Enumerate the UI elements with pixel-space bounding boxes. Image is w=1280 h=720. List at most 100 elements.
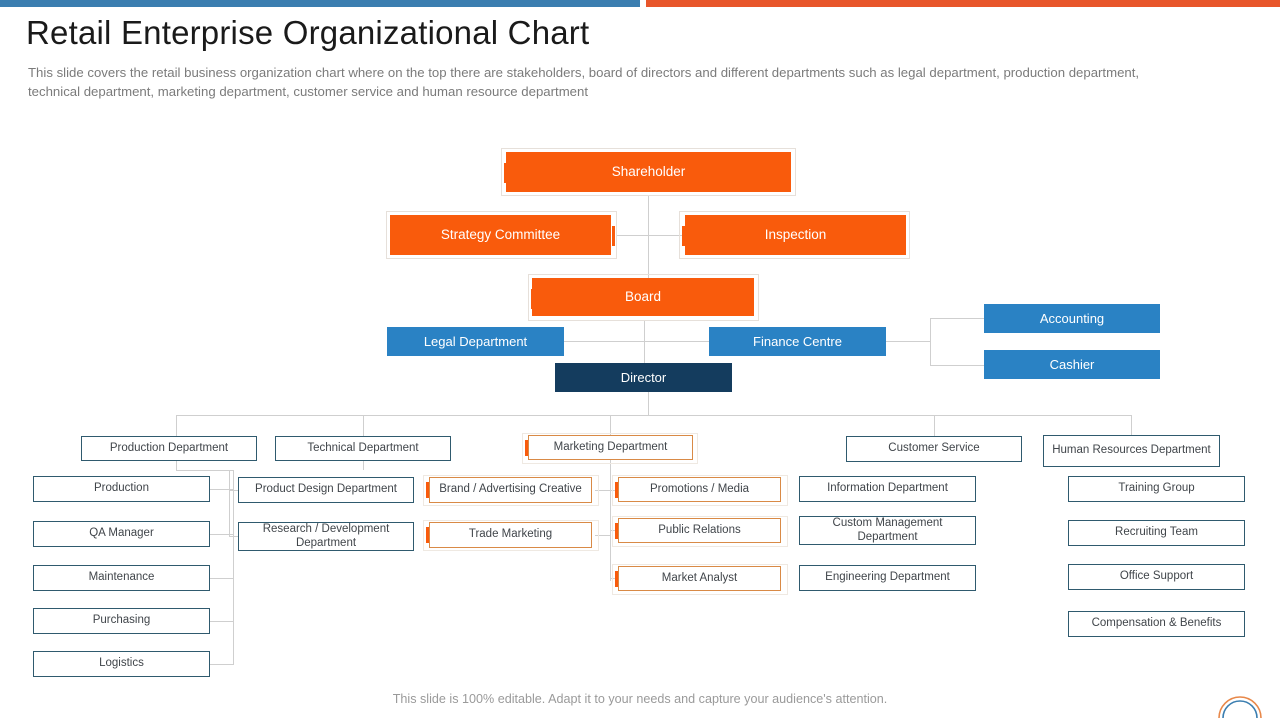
- connector-finance-bracket: [930, 318, 931, 365]
- node-board-label: Board: [624, 288, 662, 304]
- connector-production-3: [210, 578, 234, 579]
- marketing-left-2-halo: [423, 520, 599, 551]
- connector-drop-technical: [363, 415, 364, 436]
- node-marketing-left-1[interactable]: Brand / Advertising Creative: [429, 477, 592, 503]
- node-legal-department[interactable]: Legal Department: [387, 327, 564, 356]
- marketing-left-1-halo: [423, 475, 599, 506]
- footer-note: This slide is 100% editable. Adapt it to…: [392, 692, 888, 706]
- node-production-3[interactable]: Maintenance: [33, 565, 210, 591]
- node-production-5-label: Logistics: [99, 657, 144, 670]
- node-director[interactable]: Director: [555, 363, 732, 392]
- strategy-committee-frame: [386, 211, 617, 259]
- node-marketing-left-1-label: Brand / Advertising Creative: [439, 483, 582, 496]
- node-cashier[interactable]: Cashier: [984, 350, 1160, 379]
- node-technical-2[interactable]: Research / Development Department: [238, 522, 414, 551]
- connector-marketing-spine: [610, 459, 611, 581]
- node-marketing-right-2[interactable]: Public Relations: [618, 518, 781, 543]
- node-finance-centre[interactable]: Finance Centre: [709, 327, 886, 356]
- marketing-department-halo: [522, 433, 698, 464]
- node-customer-service-1[interactable]: Information Department: [799, 476, 976, 502]
- node-human-resources-2[interactable]: Recruiting Team: [1068, 520, 1245, 546]
- node-technical-2-label: Research / Development Department: [262, 522, 390, 549]
- marketing-right-3-halo: [612, 564, 788, 595]
- page-title: Retail Enterprise Organizational Chart: [26, 14, 590, 51]
- connector-finance-accounting: [930, 318, 984, 319]
- node-customer-service-3[interactable]: Engineering Department: [799, 565, 976, 591]
- marketing-right-2-accent-tick: [615, 523, 618, 539]
- connector-shareholder-board: [648, 235, 649, 297]
- connector-marketing-r1: [610, 490, 618, 491]
- shareholder-frame: [501, 148, 796, 196]
- node-production-2[interactable]: QA Manager: [33, 521, 210, 547]
- node-accounting-label: Accounting: [1039, 310, 1105, 326]
- node-production-1[interactable]: Production: [33, 476, 210, 502]
- node-human-resources-department[interactable]: Human Resources Department: [1043, 435, 1220, 467]
- node-human-resources-1[interactable]: Training Group: [1068, 476, 1245, 502]
- top-accent-bar-blue: [0, 0, 640, 7]
- connector-drop-marketing: [610, 415, 611, 436]
- node-cashier-label: Cashier: [1049, 356, 1095, 372]
- connector-department-bus: [176, 415, 1132, 416]
- node-production-4-label: Purchasing: [92, 614, 151, 627]
- connector-board-director: [644, 320, 645, 378]
- node-legal-department-label: Legal Department: [423, 333, 528, 349]
- marketing-right-2-halo: [612, 516, 788, 547]
- node-human-resources-1-label: Training Group: [1118, 482, 1195, 495]
- connector-finance-cashier: [930, 365, 984, 366]
- connector-technical-stub: [363, 461, 364, 470]
- node-technical-1-label: Product Design Department: [255, 483, 397, 496]
- marketing-left-2-accent-tick: [426, 527, 429, 543]
- connector-production-1: [210, 489, 234, 490]
- node-technical-department-label: Technical Department: [307, 441, 419, 454]
- node-marketing-left-2[interactable]: Trade Marketing: [429, 522, 592, 548]
- node-strategy-committee[interactable]: Strategy Committee: [390, 215, 611, 255]
- node-customer-service-2[interactable]: Custom Management Department: [799, 516, 976, 545]
- node-shareholder[interactable]: Shareholder: [506, 152, 791, 192]
- marketing-right-1-accent-tick: [615, 482, 618, 498]
- node-shareholder-label: Shareholder: [611, 163, 686, 179]
- connector-production-elbow: [176, 470, 234, 471]
- node-production-department[interactable]: Production Department: [81, 436, 257, 461]
- connector-board-legal: [563, 341, 713, 342]
- node-technical-1[interactable]: Product Design Department: [238, 477, 414, 503]
- node-human-resources-department-label: Human Resources Department: [1052, 444, 1211, 457]
- connector-production-4: [210, 621, 234, 622]
- node-finance-centre-label: Finance Centre: [753, 333, 842, 349]
- arc-logo-icon: [1218, 696, 1262, 719]
- node-human-resources-4[interactable]: Compensation & Benefits: [1068, 611, 1245, 637]
- node-production-5[interactable]: Logistics: [33, 651, 210, 677]
- connector-production-5: [210, 664, 234, 665]
- node-marketing-right-3[interactable]: Market Analyst: [618, 566, 781, 591]
- connector-production-stub: [176, 461, 177, 470]
- marketing-right-1-halo: [612, 475, 788, 506]
- node-customer-service[interactable]: Customer Service: [846, 436, 1022, 462]
- shareholder-accent-tick: [504, 163, 507, 183]
- node-marketing-department[interactable]: Marketing Department: [528, 435, 693, 460]
- node-customer-service-3-label: Engineering Department: [825, 571, 950, 584]
- node-marketing-right-1[interactable]: Promotions / Media: [618, 477, 781, 502]
- connector-marketing-l1: [595, 490, 611, 491]
- connector-finance-out: [885, 341, 930, 342]
- connector-director-down: [648, 392, 649, 415]
- node-production-department-label: Production Department: [109, 441, 229, 454]
- connector-technical-spine: [229, 470, 230, 536]
- connector-technical-2: [229, 536, 239, 537]
- connector-marketing-l2: [595, 535, 611, 536]
- node-accounting[interactable]: Accounting: [984, 304, 1160, 333]
- node-director-label: Director: [620, 369, 667, 385]
- node-production-4[interactable]: Purchasing: [33, 608, 210, 634]
- node-production-3-label: Maintenance: [88, 571, 155, 584]
- node-human-resources-4-label: Compensation & Benefits: [1091, 617, 1222, 630]
- node-marketing-right-3-label: Market Analyst: [661, 571, 738, 584]
- node-marketing-left-2-label: Trade Marketing: [468, 528, 553, 541]
- node-human-resources-3-label: Office Support: [1119, 570, 1194, 583]
- inspection-accent-tick: [682, 226, 685, 246]
- connector-production-spine: [233, 470, 234, 665]
- node-board[interactable]: Board: [532, 278, 754, 316]
- node-human-resources-3[interactable]: Office Support: [1068, 564, 1245, 590]
- connector-drop-customer: [934, 415, 935, 436]
- node-technical-department[interactable]: Technical Department: [275, 436, 451, 461]
- node-inspection[interactable]: Inspection: [685, 215, 906, 255]
- page-subtitle: This slide covers the retail business or…: [28, 65, 1140, 99]
